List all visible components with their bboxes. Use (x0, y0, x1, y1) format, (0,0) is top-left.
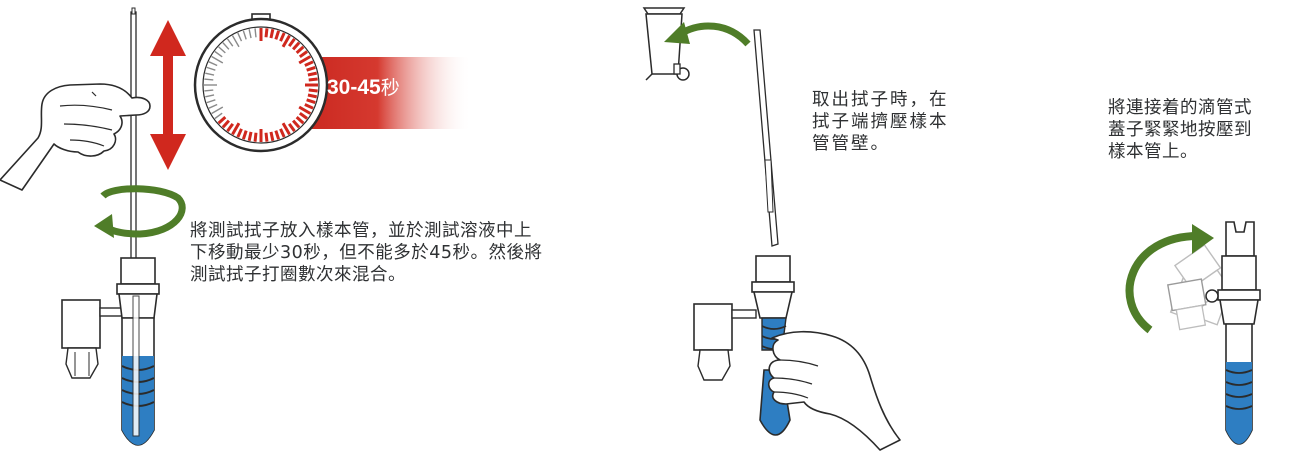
stopwatch-tick (279, 32, 286, 42)
stopwatch-tick (214, 112, 223, 120)
stopwatch-tick (298, 112, 308, 120)
stopwatch-tick (226, 38, 234, 47)
stopwatch-tick (307, 93, 318, 99)
stopwatch-tick (264, 132, 269, 142)
stopwatch-tick (208, 103, 218, 109)
step3-illustration (1125, 221, 1261, 445)
stopwatch-tick (226, 122, 234, 132)
hand-icon-step2 (767, 330, 901, 451)
rotation-arrow-icon-step3 (1125, 232, 1199, 334)
step3-instruction: 將連接着的滴管式 蓋子緊緊地按壓到 樣本管上。 (1108, 97, 1252, 163)
stopwatch-tick (248, 29, 252, 39)
step3-line-3: 樣本管上。 (1108, 142, 1198, 162)
sample-tube-step2 (693, 255, 795, 436)
stopwatch-tick (264, 28, 269, 38)
stopwatch-tick (292, 119, 301, 129)
step2-instruction: 取出拭子時，在 拭子端擠壓樣本 管管壁。 (812, 89, 949, 155)
stopwatch-tick (211, 55, 224, 64)
stopwatch-tick (274, 30, 281, 40)
step2-line-1: 取出拭子時，在 (812, 90, 949, 110)
up-down-arrow-icon (150, 20, 186, 170)
stopwatch-tick (221, 119, 230, 129)
stopwatch-tick (288, 122, 296, 132)
stopwatch-tick (241, 130, 248, 140)
step3-line-2: 蓋子緊緊地按壓到 (1108, 120, 1252, 140)
stopwatch-tick (205, 72, 215, 76)
stopwatch-tick (274, 130, 281, 140)
stopwatch-tick (236, 128, 243, 138)
step1-illustration (0, 7, 472, 446)
stopwatch-tick (269, 28, 275, 39)
stopwatch-tick (214, 50, 223, 58)
stopwatch-icon (193, 13, 329, 153)
stopwatch-tick (298, 55, 312, 65)
stopwatch-tick (237, 32, 243, 42)
stopwatch-tick (222, 42, 230, 50)
stopwatch-tick (306, 98, 316, 105)
stopwatch-tick (247, 131, 253, 142)
step3-line-1: 將連接着的滴管式 (1108, 98, 1252, 118)
timer-duration-label: 30-45秒 (327, 73, 400, 100)
sample-tube-step3 (1167, 221, 1261, 445)
stopwatch-tick (206, 99, 216, 104)
stopwatch-tick (204, 78, 214, 81)
stopwatch-tick (292, 41, 301, 51)
stopwatch-tick (306, 65, 316, 72)
stopwatch-tick (295, 45, 305, 54)
stopwatch-tick (269, 131, 275, 142)
stopwatch-tick (304, 103, 314, 110)
stopwatch-tick (308, 88, 318, 93)
stopwatch-tick (205, 94, 215, 98)
discard-arrow-icon (678, 22, 751, 47)
step1-line-3: 測試拭子打圈數次來混合。 (190, 265, 406, 285)
stopwatch-tick (254, 28, 257, 38)
stopwatch-tick (308, 77, 318, 82)
stopwatch-tick (307, 71, 318, 77)
step2-line-3: 管管壁。 (812, 134, 890, 154)
stopwatch-tick (279, 128, 286, 138)
timer-unit: 秒 (380, 77, 400, 99)
sample-tube-step1 (61, 257, 160, 446)
step2-illustration (642, 7, 901, 451)
stopwatch-tick (298, 50, 308, 58)
step2-line-2: 拭子端擠壓樣本 (812, 112, 949, 132)
stopwatch-tick (295, 116, 305, 125)
hand-icon-step1 (0, 83, 151, 191)
step1-instruction: 將測試拭子放入樣本管，並於測試溶液中上 下移動最少30秒，但不能多於45秒。然後… (190, 220, 543, 286)
stopwatch-tick (204, 89, 214, 92)
stopwatch-tick (231, 122, 241, 136)
stopwatch-tick (288, 38, 296, 48)
timer-range: 30-45 (327, 76, 381, 99)
step1-line-1: 將測試拭子放入樣本管，並於測試溶液中上 (190, 221, 532, 241)
stopwatch-tick (304, 60, 314, 67)
trash-bin-icon (642, 7, 690, 81)
stopwatch-tick (217, 116, 227, 125)
rotation-arrow-icon-step1 (94, 185, 186, 238)
stopwatch-tick (298, 105, 312, 115)
stopwatch-tick (242, 30, 247, 40)
stopwatch-tick (253, 132, 258, 142)
stopwatch-tick (208, 61, 218, 67)
stopwatch-tick (231, 35, 240, 48)
stopwatch-tick (281, 122, 291, 136)
stopwatch-tick (281, 34, 291, 48)
swab-stick-step2 (753, 29, 779, 247)
step1-line-2: 下移動最少30秒，但不能多於45秒。然後將 (190, 243, 543, 263)
stopwatch-tick (206, 66, 216, 71)
stopwatch-tick (211, 106, 224, 115)
stopwatch-tick (218, 46, 226, 54)
